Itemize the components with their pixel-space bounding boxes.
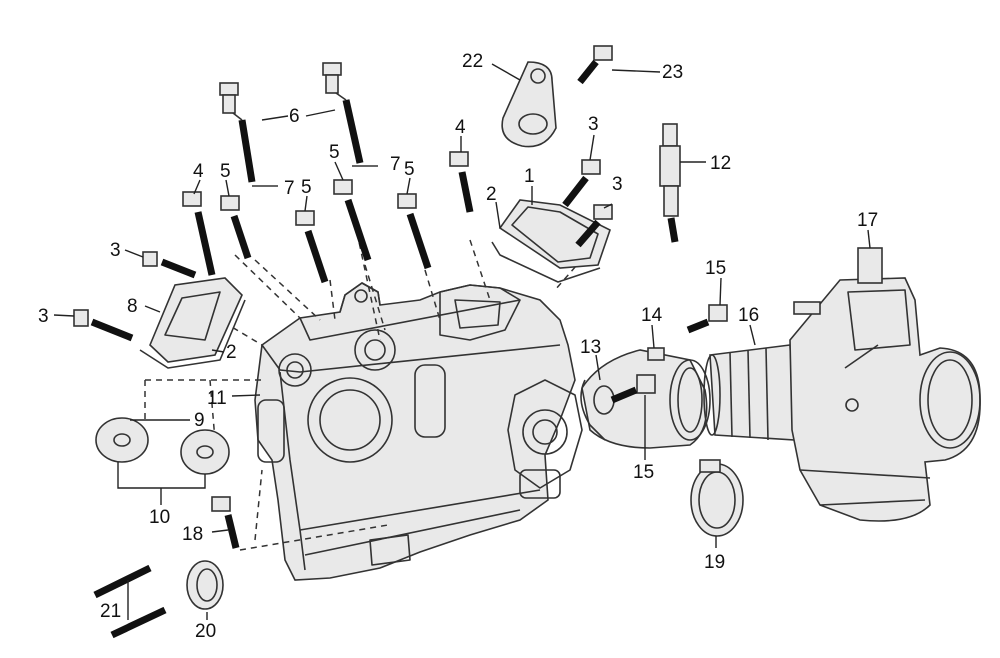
bolt-3-left-upper xyxy=(142,251,197,279)
callout-5-b: 5 xyxy=(301,177,312,198)
callout-7-left: 7 xyxy=(284,178,295,199)
stud-bolts xyxy=(93,564,167,639)
callout-16: 16 xyxy=(738,305,759,326)
bracket-plate xyxy=(501,61,557,148)
leader-lines xyxy=(53,63,871,620)
bolt-23 xyxy=(577,45,613,85)
callout-10: 10 xyxy=(149,507,170,528)
bolt-4-left xyxy=(182,191,216,276)
intake-boot xyxy=(703,344,796,441)
callout-3-left-lower: 3 xyxy=(38,306,49,327)
callout-3-mid-right: 3 xyxy=(612,174,623,195)
valve-cover-right xyxy=(491,199,611,283)
spark-plug xyxy=(659,123,681,243)
bolt-3-right-lower xyxy=(575,204,613,248)
callout-7-right: 7 xyxy=(390,154,401,175)
bolt-5-a xyxy=(220,195,252,260)
callout-13: 13 xyxy=(580,337,601,358)
callout-4-left: 4 xyxy=(193,161,204,182)
callout-12: 12 xyxy=(710,153,731,174)
bolt-3-right-upper xyxy=(562,159,601,208)
callout-15-lower: 15 xyxy=(633,462,654,483)
callout-2-left: 2 xyxy=(226,342,237,363)
callout-20: 20 xyxy=(195,621,216,642)
head-bolt-long-right xyxy=(322,62,364,164)
callout-18: 18 xyxy=(182,524,203,545)
carburetor xyxy=(789,247,981,522)
bolt-15-upper xyxy=(686,304,728,334)
callout-9: 9 xyxy=(194,410,205,431)
callout-labels: 1 2 2 3 3 3 3 4 4 5 5 5 5 6 7 7 8 9 10 1… xyxy=(38,51,878,642)
callout-4-right: 4 xyxy=(455,117,466,138)
clamp-14 xyxy=(647,347,665,361)
washer-right xyxy=(180,429,230,475)
callout-5-d: 5 xyxy=(404,159,415,180)
bolt-15-lower xyxy=(610,374,656,404)
callout-2-right: 2 xyxy=(486,184,497,205)
bolt-4-right xyxy=(449,151,474,213)
callout-19: 19 xyxy=(704,552,725,573)
bolt-3-left-lower xyxy=(73,309,134,342)
callout-23: 23 xyxy=(662,62,683,83)
hose-clamp xyxy=(690,459,744,537)
callout-1: 1 xyxy=(524,166,535,187)
bolt-18 xyxy=(211,496,240,549)
callout-15-upper: 15 xyxy=(705,258,726,279)
callout-22: 22 xyxy=(462,51,483,72)
callout-6: 6 xyxy=(289,106,300,127)
valve-cover-left xyxy=(139,277,246,369)
callout-3-left-upper: 3 xyxy=(110,240,121,261)
bolt-5-d xyxy=(397,193,432,270)
callout-17: 17 xyxy=(857,210,878,231)
callout-5-c: 5 xyxy=(329,142,340,163)
bolt-5-b xyxy=(295,210,329,284)
callout-11: 11 xyxy=(207,388,227,409)
callout-3-top-right: 3 xyxy=(588,114,599,135)
callout-5-a: 5 xyxy=(220,161,231,182)
callout-8: 8 xyxy=(127,296,138,317)
head-bolt-long-left xyxy=(219,82,256,183)
seal-ring xyxy=(186,560,224,610)
bolt-5-c xyxy=(333,179,372,262)
callout-21: 21 xyxy=(100,601,121,622)
washer-left xyxy=(95,417,149,463)
callout-14: 14 xyxy=(641,305,663,326)
cylinder-head xyxy=(254,282,583,581)
